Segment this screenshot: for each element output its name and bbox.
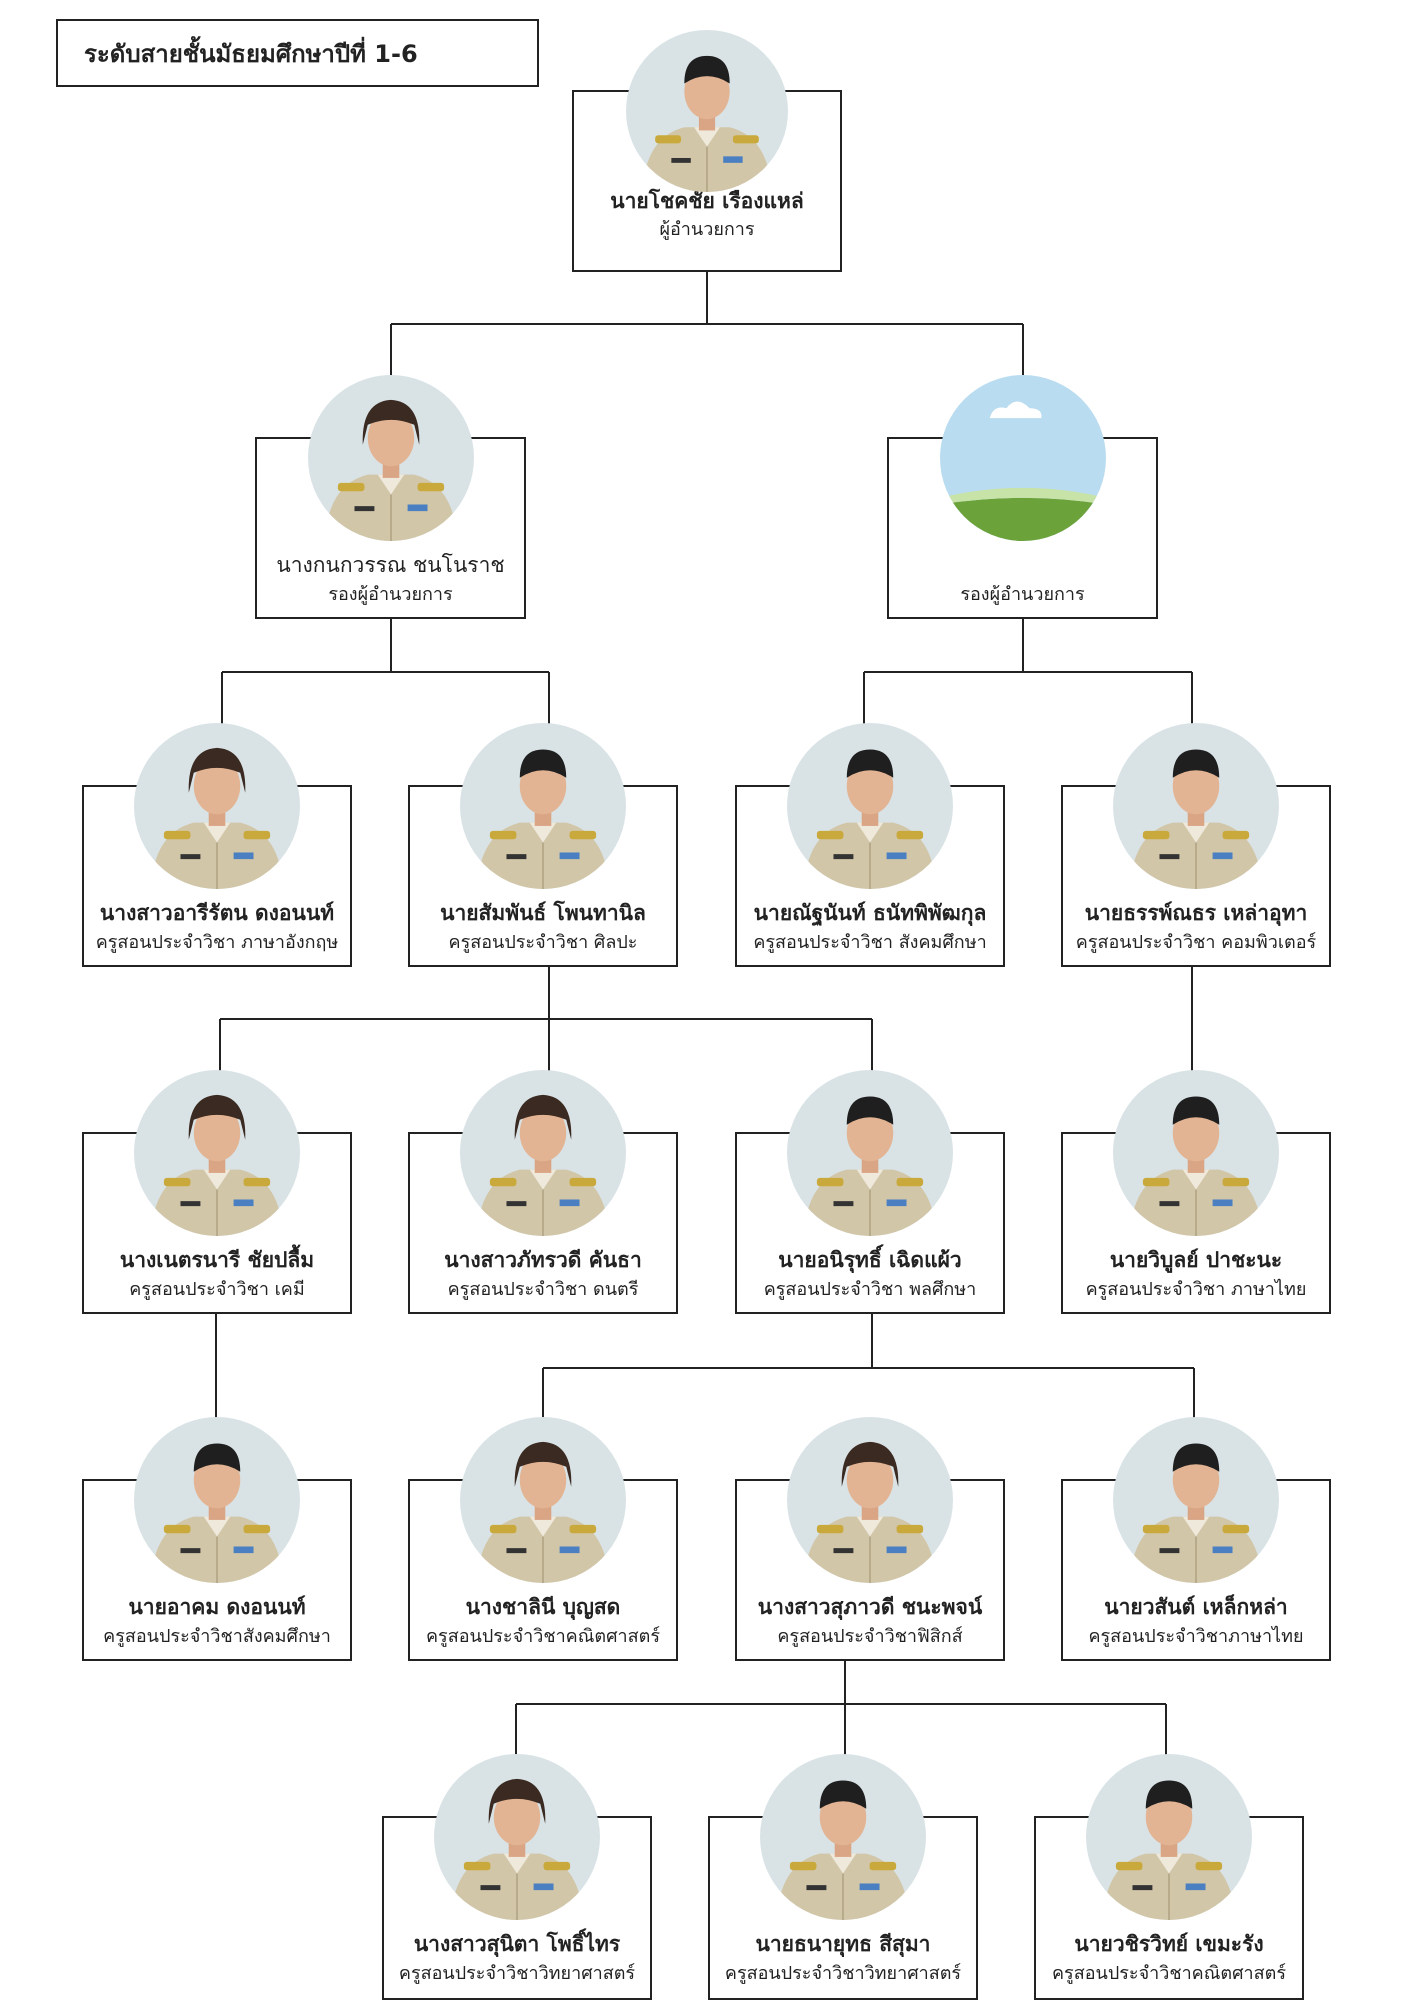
person-photo (434, 1754, 600, 1920)
person-photo (1113, 723, 1279, 889)
person-photo (134, 1417, 300, 1583)
person-role: ครูสอนประจำวิชา ภาษาอังกฤษ (95, 932, 339, 953)
person-name: นางชาลินี บุญสด (465, 1595, 621, 1619)
org-node-t9: นายอาคม ดงอนนท์ครูสอนประจำวิชาสังคมศึกษา (82, 1479, 352, 1661)
person-name: นางสาวสุภาวดี ชนะพจน์ (757, 1595, 983, 1619)
person-name: นายวชิรวิทย์ เขมะรัง (1074, 1932, 1264, 1956)
person-photo (134, 723, 300, 889)
person-role: ครูสอนประจำวิชาคณิตศาสตร์ (1052, 1963, 1286, 1984)
person-name: นายอาคม ดงอนนท์ (128, 1595, 306, 1619)
person-role: รองผู้อำนวยการ (328, 584, 453, 605)
person-photo (787, 723, 953, 889)
person-name: นายณัฐนันท์ ธนัทพิพัฒกุล (753, 901, 987, 925)
person-role: ครูสอนประจำวิชาวิทยาศาสตร์ (724, 1963, 962, 1984)
person-role: ครูสอนประจำวิชาฟิสิกส์ (777, 1626, 963, 1647)
person-role: ผู้อำนวยการ (659, 219, 755, 240)
person-name: นายวิบูลย์ ปาชะนะ (1109, 1248, 1283, 1272)
person-name: นายโชคชัย เรืองแหล่ (610, 189, 804, 213)
person-name: นางสาวอารีรัตน ดงอนนท์ (99, 901, 335, 925)
person-name: นางกนกวรรณ ชนโนราช (276, 553, 505, 577)
person-role: ครูสอนประจำวิชาวิทยาศาสตร์ (398, 1963, 636, 1984)
chart-title: ระดับสายชั้นมัธยมศึกษาปีที่ 1-6 (56, 19, 539, 87)
placeholder-photo (939, 375, 1106, 541)
person-name: นายธรรพ์ณธร เหล่าอุทา (1084, 901, 1308, 925)
person-photo (460, 1417, 626, 1583)
person-role: ครูสอนประจำวิชา ศิลปะ (448, 932, 638, 953)
person-role: ครูสอนประจำวิชา สังคมศึกษา (753, 932, 987, 953)
person-role: ครูสอนประจำวิชาสังคมศึกษา (103, 1626, 331, 1647)
org-node-deputy-1: นางกนกวรรณ ชนโนราชรองผู้อำนวยการ (255, 437, 526, 619)
person-role: ครูสอนประจำวิชาภาษาไทย (1088, 1626, 1304, 1647)
person-photo (1086, 1754, 1252, 1920)
person-role: ครูสอนประจำวิชาคณิตศาสตร์ (426, 1626, 660, 1647)
person-photo (460, 723, 626, 889)
person-photo (787, 1070, 953, 1236)
person-name: นายอนิรุทธิ์ เฉิดแผ้ว (778, 1248, 962, 1272)
person-name: นายสัมพันธ์ โพนทานิล (440, 901, 646, 925)
person-photo (760, 1754, 926, 1920)
person-role: ครูสอนประจำวิชา พลศึกษา (763, 1279, 977, 1300)
person-photo (1113, 1417, 1279, 1583)
person-name: นายวสันต์ เหล็กหล่า (1104, 1595, 1288, 1619)
person-role: ครูสอนประจำวิชา ภาษาไทย (1085, 1279, 1307, 1300)
person-name: นางสาวสุนิตา โพธิ์ไทร (413, 1932, 621, 1956)
person-role: ครูสอนประจำวิชา ดนตรี (447, 1279, 639, 1300)
person-name: นางสาวภัทรวดี คันธา (444, 1248, 642, 1272)
person-photo (134, 1070, 300, 1236)
person-name: นางเนตรนารี ชัยปลื้ม (119, 1248, 315, 1272)
person-role: ครูสอนประจำวิชา เคมี (129, 1279, 305, 1300)
person-role: รองผู้อำนวยการ (960, 584, 1085, 605)
person-role: ครูสอนประจำวิชา คอมพิวเตอร์ (1075, 932, 1317, 953)
person-photo (307, 375, 474, 541)
person-name: นายธนายุทธ สีสุมา (755, 1932, 931, 1956)
person-photo (460, 1070, 626, 1236)
org-node-t6: นางสาวภัทรวดี คันธาครูสอนประจำวิชา ดนตรี (408, 1132, 678, 1314)
person-photo (626, 30, 788, 192)
person-photo (787, 1417, 953, 1583)
person-photo (1113, 1070, 1279, 1236)
